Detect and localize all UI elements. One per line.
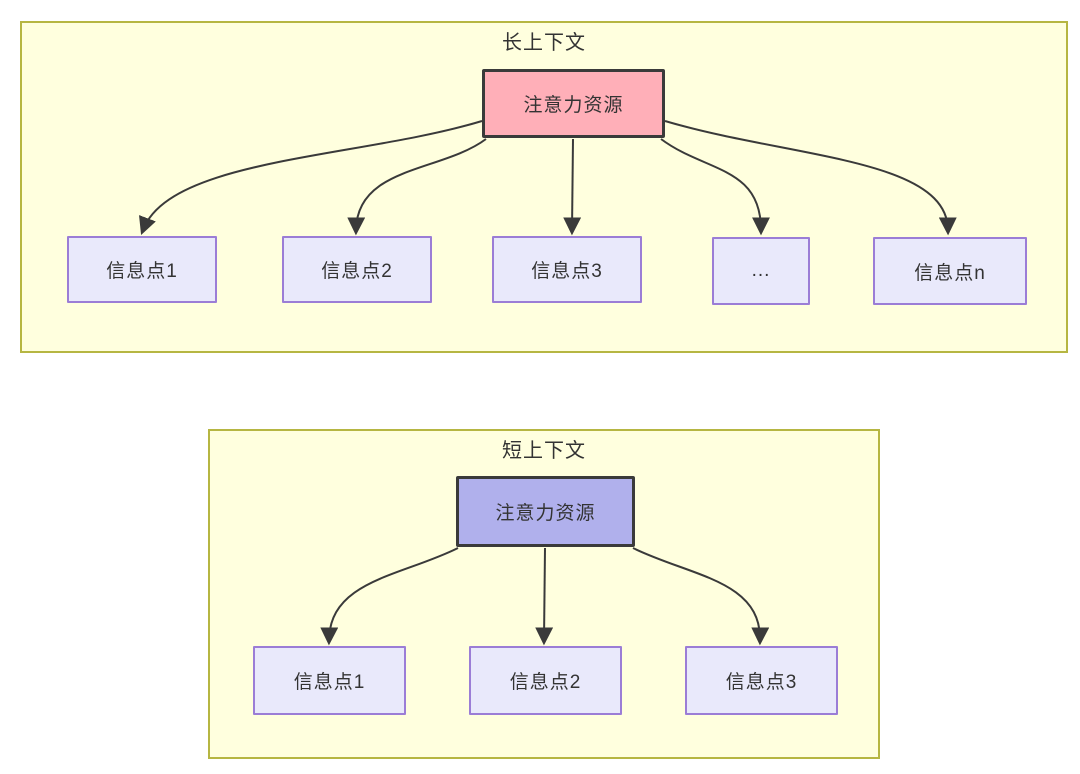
- long-info-point-2-node: 信息点2: [282, 236, 432, 303]
- long-info-point-n-node: 信息点n: [873, 237, 1027, 305]
- short-context-title: 短上下文: [502, 440, 586, 462]
- long-info-point-3-node: 信息点3: [492, 236, 642, 303]
- short-info-point-3-node: 信息点3: [685, 646, 838, 715]
- long-context-title: 长上下文: [502, 32, 586, 54]
- long-attention-resource-node: 注意力资源: [482, 69, 665, 138]
- short-info-point-1-node: 信息点1: [253, 646, 406, 715]
- long-info-point-1-node: 信息点1: [67, 236, 217, 303]
- long-info-point-ellipsis-node: ...: [712, 237, 810, 305]
- short-info-point-2-node: 信息点2: [469, 646, 622, 715]
- short-attention-resource-node: 注意力资源: [456, 476, 635, 547]
